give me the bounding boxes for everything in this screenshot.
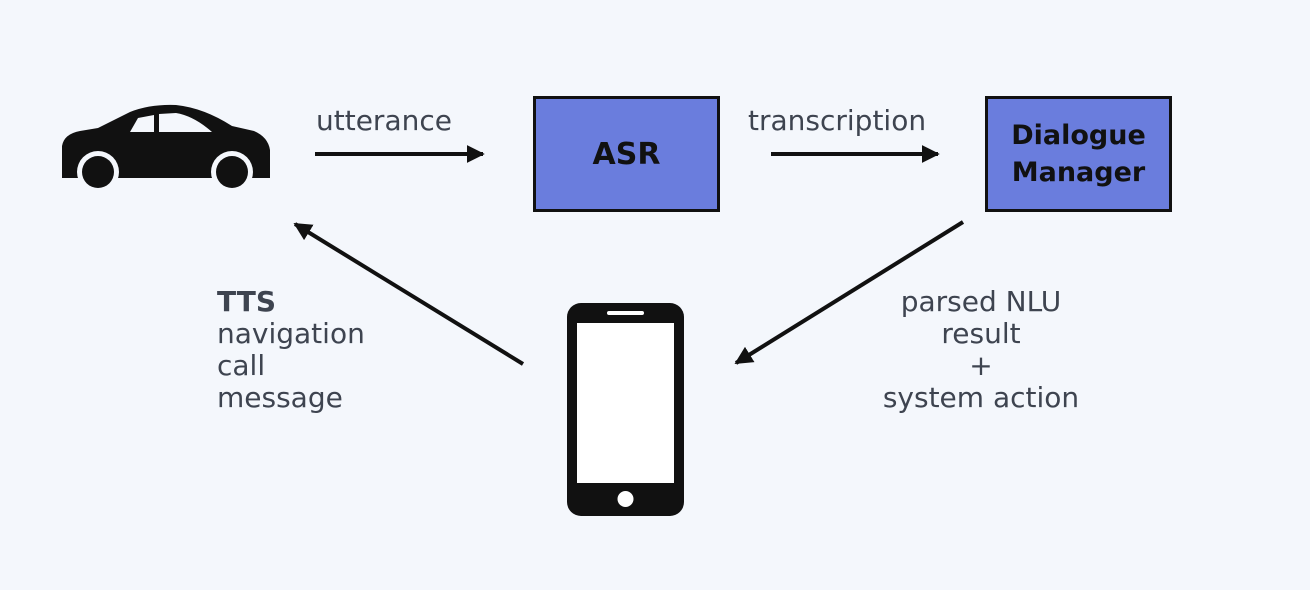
- asr-label: ASR: [592, 136, 661, 172]
- smartphone-icon: [567, 303, 684, 516]
- navigation-label: navigation: [217, 317, 365, 350]
- transcription-label: transcription: [748, 104, 927, 137]
- tts-label: TTS: [217, 285, 277, 318]
- plus-label: +: [969, 349, 993, 382]
- car-icon: [62, 104, 270, 193]
- dialogue-manager-node: Dialogue Manager: [985, 96, 1172, 212]
- phone-to-car-arrow: [293, 222, 525, 366]
- dialogue-manager-label-line-1: Dialogue: [1011, 120, 1146, 151]
- system-action-label: system action: [882, 381, 1080, 414]
- parsed-nlu-label: parsed NLU: [900, 285, 1062, 318]
- phone-to-car-labels: TTS navigation call message: [217, 286, 365, 414]
- result-label: result: [941, 317, 1021, 350]
- asr-node: ASR: [533, 96, 720, 212]
- dialogue-manager-label-line-2: Manager: [1011, 157, 1146, 188]
- utterance-label: utterance: [316, 104, 452, 137]
- call-label: call: [217, 349, 266, 382]
- dm-to-phone-arrow: [734, 220, 965, 365]
- dm-to-phone-labels: parsed NLU result + system action: [860, 286, 1102, 414]
- message-label: message: [217, 381, 343, 414]
